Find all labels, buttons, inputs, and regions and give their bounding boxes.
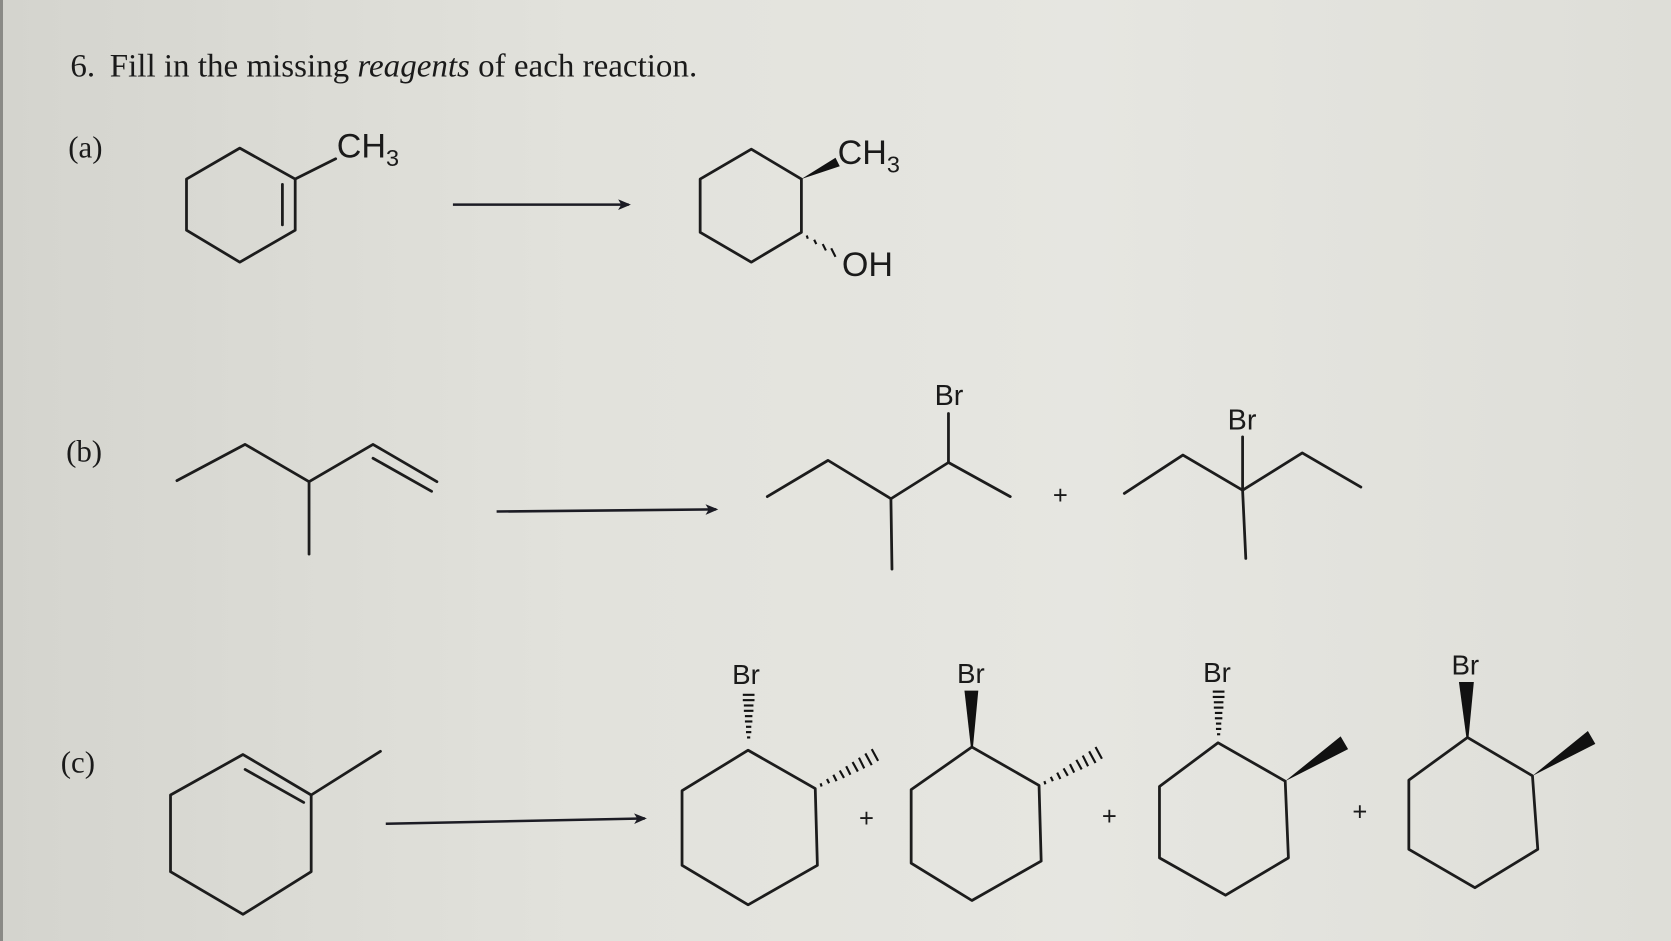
plus-c2: + — [1102, 803, 1117, 831]
plus-b: + — [1053, 482, 1068, 510]
svg-text:Br: Br — [957, 658, 985, 689]
svg-text:CH3: CH3 — [838, 134, 900, 178]
product-a-methylcyclohexanol: CH3 OH — [698, 134, 900, 284]
product-c2: Br — [909, 658, 1103, 902]
reactant-a-methylcyclohexene: CH3 — [185, 128, 399, 264]
label-b: (b) — [66, 433, 102, 468]
svg-text:Br: Br — [1228, 404, 1257, 436]
ch3-label: CH3 — [337, 128, 399, 172]
product-b1-2-bromo-3-methylpentane: Br — [765, 380, 1012, 571]
reactant-c-methylcyclohexene — [169, 749, 382, 916]
product-c1: Br — [680, 659, 880, 907]
reagent-blank-b[interactable] — [501, 464, 714, 504]
svg-text:Br: Br — [935, 380, 964, 412]
reagent-blank-c[interactable] — [389, 773, 639, 813]
svg-text:Br: Br — [1203, 657, 1231, 688]
plus-c1: + — [859, 805, 874, 833]
product-c3: Br — [1158, 657, 1349, 897]
arrow-c — [385, 813, 647, 826]
product-c4: Br — [1407, 650, 1596, 890]
page-edge — [0, 0, 3, 941]
svg-text:Br: Br — [732, 659, 760, 690]
svg-text:OH: OH — [842, 246, 893, 284]
label-a: (a) — [68, 130, 102, 165]
question-title: 6. Fill in the missing reagents of each … — [70, 49, 697, 85]
reactant-b-3-methyl-1-pentene — [175, 443, 439, 556]
arrow-b — [496, 504, 719, 515]
product-b2-3-bromo-3-methylpentane: Br — [1122, 404, 1363, 560]
label-c: (c) — [61, 745, 95, 780]
plus-c3: + — [1352, 799, 1367, 827]
reagent-blank-a[interactable] — [458, 160, 623, 197]
svg-text:Br: Br — [1451, 650, 1479, 681]
